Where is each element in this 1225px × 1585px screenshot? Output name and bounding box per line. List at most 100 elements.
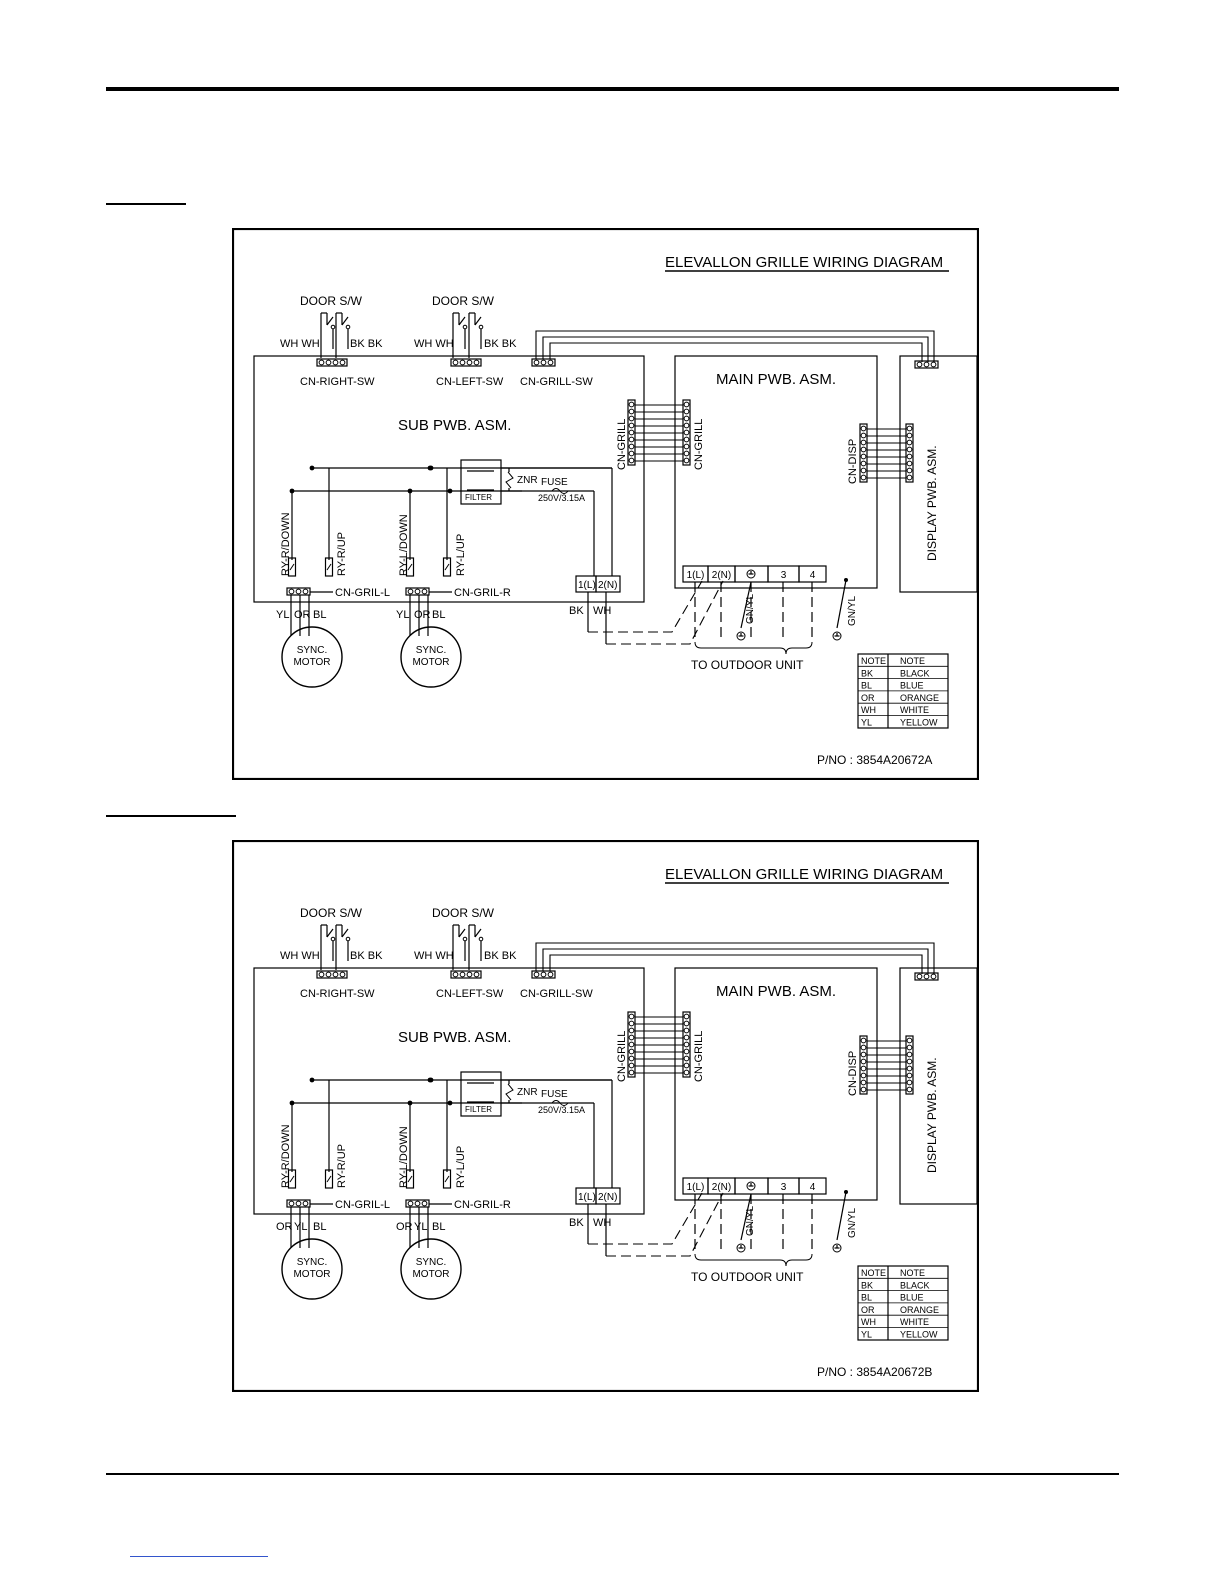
pin: [288, 1200, 295, 1207]
filter-block: [460, 459, 502, 505]
pin: [906, 453, 913, 460]
pin: [906, 1051, 913, 1058]
cn-grill-connector-sub: [627, 399, 636, 466]
pin: [683, 1020, 690, 1027]
znr-label: ZNR: [517, 1087, 538, 1098]
pin: [683, 429, 690, 436]
pin: [906, 425, 913, 432]
legend-code: BK: [861, 668, 873, 678]
pin: [683, 1027, 690, 1034]
relay: [405, 1169, 415, 1189]
legend-color-name: BLACK: [900, 668, 930, 678]
junction-dot: [427, 465, 433, 471]
cn-grill-sw-connector: [531, 358, 556, 367]
ground-icon: [832, 631, 842, 641]
ground-wire: [836, 579, 847, 629]
pin: [473, 359, 480, 366]
motor-wire-label: OR: [396, 1221, 413, 1233]
display-pwb-label: DISPLAY PWB. ASM.: [925, 1057, 939, 1173]
grill-sw-harness-wire: [549, 342, 923, 362]
switch-blade: [474, 928, 482, 938]
pin: [628, 457, 635, 464]
sub-pwb-board: [253, 967, 645, 1215]
wire-color-label: WH WH: [280, 338, 320, 350]
pin: [860, 1086, 867, 1093]
pin: [683, 450, 690, 457]
cn-gril-r-label: CN-GRIL-R: [454, 1199, 511, 1211]
main-terminal-label: 3: [781, 570, 787, 581]
fuse-label: FUSE: [541, 477, 568, 488]
legend-code: OR: [861, 1305, 875, 1315]
cn-right-sw-label: CN-RIGHT-SW: [300, 988, 375, 1000]
sub-terminal-1-label: 1(L): [578, 580, 596, 591]
pin: [628, 436, 635, 443]
display-pwb-label: DISPLAY PWB. ASM.: [925, 445, 939, 561]
ground-wire: [836, 1191, 847, 1241]
znr-symbol: [505, 1083, 514, 1101]
filter-label: FILTER: [465, 493, 492, 502]
switch-contact: [462, 324, 468, 330]
relay-body: [324, 1169, 334, 1189]
main-pwb-label: MAIN PWB. ASM.: [716, 983, 836, 1000]
diagram-frame: [232, 840, 979, 1392]
filter-label: FILTER: [465, 1105, 492, 1114]
display-harness-connector: [914, 360, 939, 369]
motor-wire-label: OR: [276, 1221, 293, 1233]
pin: [930, 973, 937, 980]
pin: [683, 1048, 690, 1055]
cn-gril-r-label: CN-GRIL-R: [454, 587, 511, 599]
ground-wire: [740, 1193, 752, 1241]
pin: [923, 973, 930, 980]
switch-contact: [478, 324, 484, 330]
door-switch: [341, 313, 351, 349]
motor-wire-label: BL: [432, 1221, 445, 1233]
switch-contact: [330, 324, 336, 330]
relay: [324, 557, 334, 577]
footer-link-underline: [130, 1556, 268, 1557]
relay: [287, 1169, 297, 1189]
switch-blade: [458, 928, 466, 938]
legend-color-name: WHITE: [900, 705, 929, 715]
sub-terminal-2-label: 2(N): [598, 1192, 617, 1203]
pin: [414, 1200, 421, 1207]
switch-blade: [341, 316, 349, 326]
cn-right-sw-connector: [316, 358, 348, 367]
cross-link-wire: [606, 1192, 724, 1257]
door-sw-label-left-unit: DOOR S/W: [432, 294, 495, 308]
relay-contact: [289, 1175, 295, 1183]
junction-dot: [447, 488, 453, 494]
pin: [452, 971, 459, 978]
pin: [628, 1069, 635, 1076]
pin: [906, 446, 913, 453]
ground-icon: [832, 1243, 842, 1253]
ground-icon: [736, 1243, 746, 1253]
cn-gril-l-connector: [286, 1199, 311, 1208]
sub-wire-wh-label: WH: [593, 605, 611, 617]
door-sw-label-right-unit: DOOR S/W: [300, 294, 363, 308]
legend-color-name: BLUE: [900, 1293, 924, 1303]
cn-disp-connector-main-body: [859, 1035, 868, 1095]
diagram-title: ELEVALLON GRILLE WIRING DIAGRAM: [665, 254, 943, 271]
pin: [628, 401, 635, 408]
main-terminal-label: 2(N): [712, 570, 731, 581]
pin: [302, 588, 309, 595]
pin: [683, 1069, 690, 1076]
motor-label: SYNC.: [416, 645, 447, 656]
wire-color-label: WH WH: [414, 950, 454, 962]
fuse-symbol: [551, 488, 569, 494]
pin: [683, 401, 690, 408]
pin: [628, 450, 635, 457]
pin: [459, 971, 466, 978]
door-switch: [341, 925, 351, 961]
pin: [860, 460, 867, 467]
switch-contact: [478, 936, 484, 942]
main-pwb-board: [674, 355, 878, 589]
fuse-rating-label: 250V/3.15A: [538, 493, 585, 503]
pin: [860, 446, 867, 453]
header-rule: [106, 87, 1119, 91]
ry-l-down-label: RY-L/DOWN: [398, 514, 410, 576]
main-terminal-label: 4: [810, 570, 816, 581]
sub-terminal-2: [595, 575, 621, 593]
